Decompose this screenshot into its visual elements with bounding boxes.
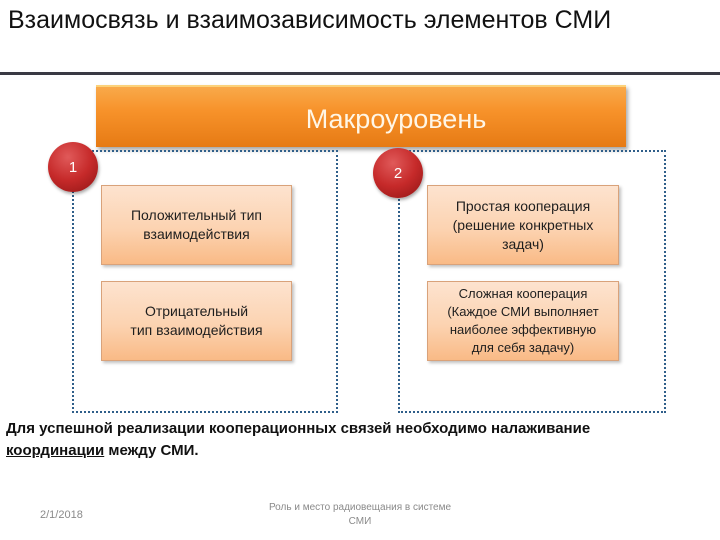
negative-interaction-box: Отрицательный тип взаимодействия xyxy=(101,281,292,361)
group-2-frame xyxy=(398,150,666,413)
footer-title-line: СМИ xyxy=(348,516,372,527)
item-text-line: задач) xyxy=(502,235,544,252)
group-1-frame xyxy=(72,150,338,413)
group-2-number-badge: 2 xyxy=(373,148,423,198)
group-1-number-badge: 1 xyxy=(48,142,98,192)
item-text-line: наиболее эффективную xyxy=(449,322,597,337)
item-text-line: Отрицательный xyxy=(144,303,249,319)
item-text-line: тип взаимодействия xyxy=(130,322,263,338)
macro-level-header: Макроуровень xyxy=(96,85,626,147)
note-underlined-term: координации xyxy=(6,442,105,459)
note-text: Для успешной реализации кооперационных с… xyxy=(6,420,591,437)
item-text-line: Сложная кооперация xyxy=(458,286,588,301)
item-text-line: (Каждое СМИ выполняет xyxy=(447,304,599,319)
item-text-line: Положительный тип xyxy=(130,207,263,223)
item-text-line: взаимодействия xyxy=(143,226,250,242)
item-text-line: для себя задачу) xyxy=(471,340,575,355)
item-text-line: (решение конкретных xyxy=(452,216,594,233)
title-divider xyxy=(0,72,720,75)
simple-cooperation-box: Простая кооперация (решение конкретных з… xyxy=(427,185,619,265)
slide-title: Взаимосвязь и взаимозависимость элементо… xyxy=(8,6,612,34)
group-1-number: 1 xyxy=(68,158,78,176)
footer-title: Роль и место радиовещания в системе СМИ xyxy=(250,501,470,529)
note-text-end: между СМИ. xyxy=(104,442,199,459)
complex-cooperation-box: Сложная кооперация (Каждое СМИ выполняет… xyxy=(427,281,619,361)
item-text-line: Простая кооперация xyxy=(455,197,591,214)
conclusion-note: Для успешной реализации кооперационных с… xyxy=(6,418,706,462)
footer-title-line: Роль и место радиовещания в системе xyxy=(268,502,452,513)
group-2-number: 2 xyxy=(393,164,403,182)
positive-interaction-box: Положительный тип взаимодействия xyxy=(101,185,292,265)
footer-date: 2/1/2018 xyxy=(40,509,83,521)
macro-level-label: Макроуровень xyxy=(305,103,487,134)
